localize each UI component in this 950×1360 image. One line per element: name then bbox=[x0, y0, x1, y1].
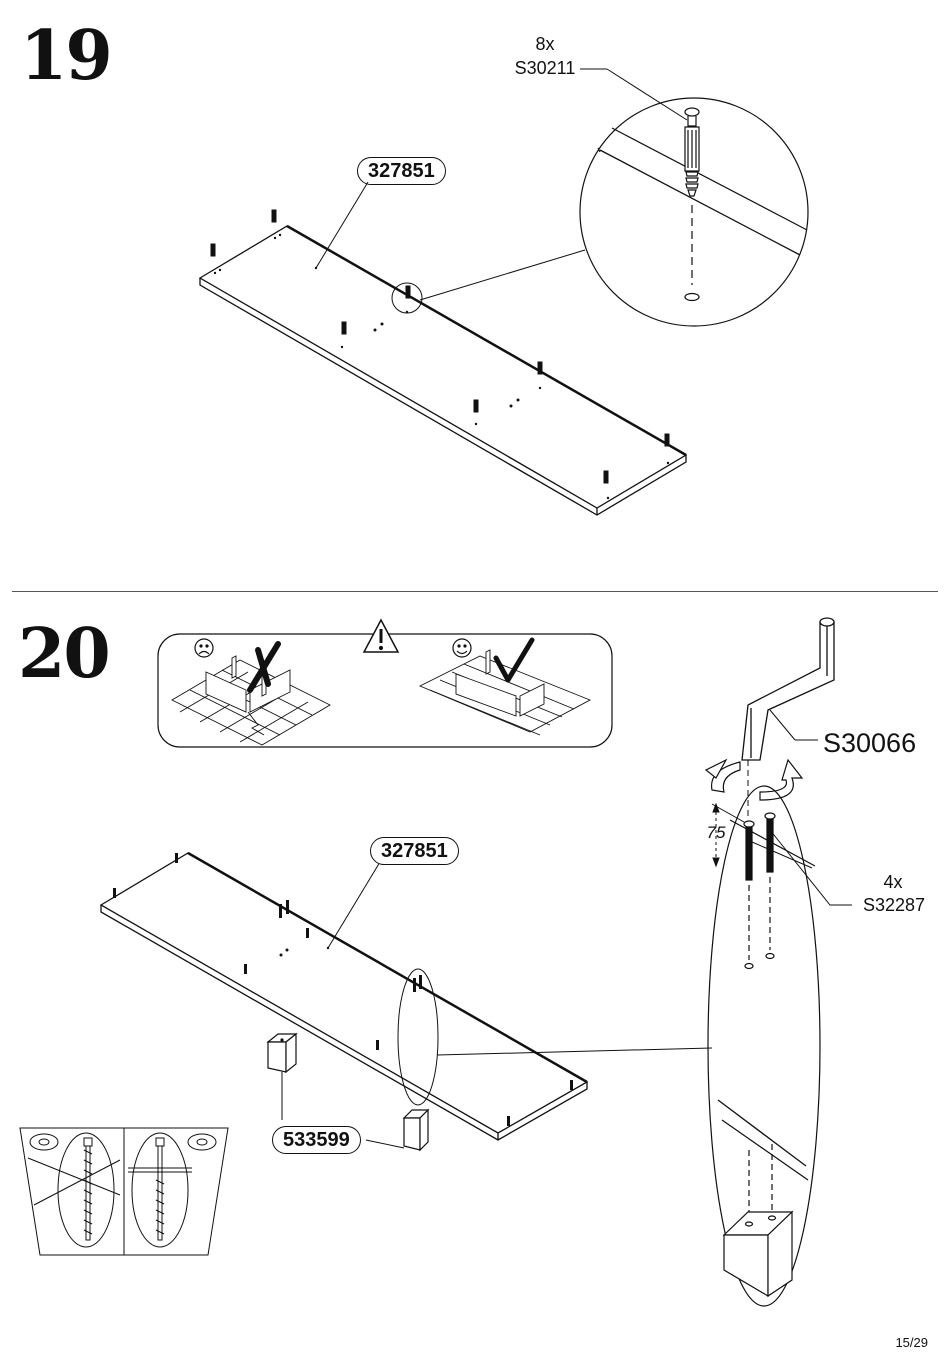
leg-part-label: 533599 bbox=[272, 1126, 361, 1154]
cross-mark-icon bbox=[247, 641, 281, 693]
leg-533599-drawing bbox=[266, 1032, 430, 1152]
sad-face-icon bbox=[194, 638, 214, 658]
page-number: 15/29 bbox=[895, 1335, 928, 1350]
hex-key-S30066-drawing bbox=[741, 617, 835, 761]
dowel-markers bbox=[210, 209, 670, 484]
step-19-diagram bbox=[198, 68, 809, 516]
cam-dowel-detail bbox=[579, 97, 809, 327]
dimension-line bbox=[711, 802, 745, 868]
screw-code-label: S32287 bbox=[862, 895, 926, 915]
hex-key-code-label: S30066 bbox=[823, 728, 917, 758]
dimension-label: 75 bbox=[706, 823, 726, 842]
fitting-code-label: S30211 bbox=[514, 58, 576, 78]
surface-warning-box bbox=[157, 618, 613, 748]
leg-mounting-detail bbox=[707, 785, 821, 1307]
exclamation-triangle-icon bbox=[362, 618, 400, 653]
screw-quantity-label: 4x bbox=[883, 872, 903, 892]
check-mark-icon bbox=[493, 637, 535, 683]
panel-part-label-step20: 327851 bbox=[370, 837, 459, 865]
step-20-number: 20 bbox=[18, 614, 111, 694]
rotation-arrow-icon bbox=[704, 758, 804, 801]
happy-face-icon bbox=[452, 638, 472, 658]
step-19-number: 19 bbox=[20, 16, 113, 96]
panel-327851-drawing-step20 bbox=[99, 851, 589, 1141]
board-floor-illustration bbox=[418, 649, 592, 736]
detail-callout-ellipse bbox=[397, 968, 439, 1106]
step-divider bbox=[12, 591, 938, 592]
panel-327851-drawing bbox=[198, 224, 688, 516]
panel-part-label: 327851 bbox=[357, 157, 446, 185]
brick-floor-illustration bbox=[171, 655, 331, 746]
hole-markers bbox=[213, 233, 670, 500]
screw-depth-detail bbox=[19, 1127, 229, 1256]
fitting-quantity-label: 8x bbox=[535, 34, 555, 54]
dowel-markers-step20 bbox=[113, 853, 573, 1126]
detail-callout-circle bbox=[391, 282, 423, 314]
